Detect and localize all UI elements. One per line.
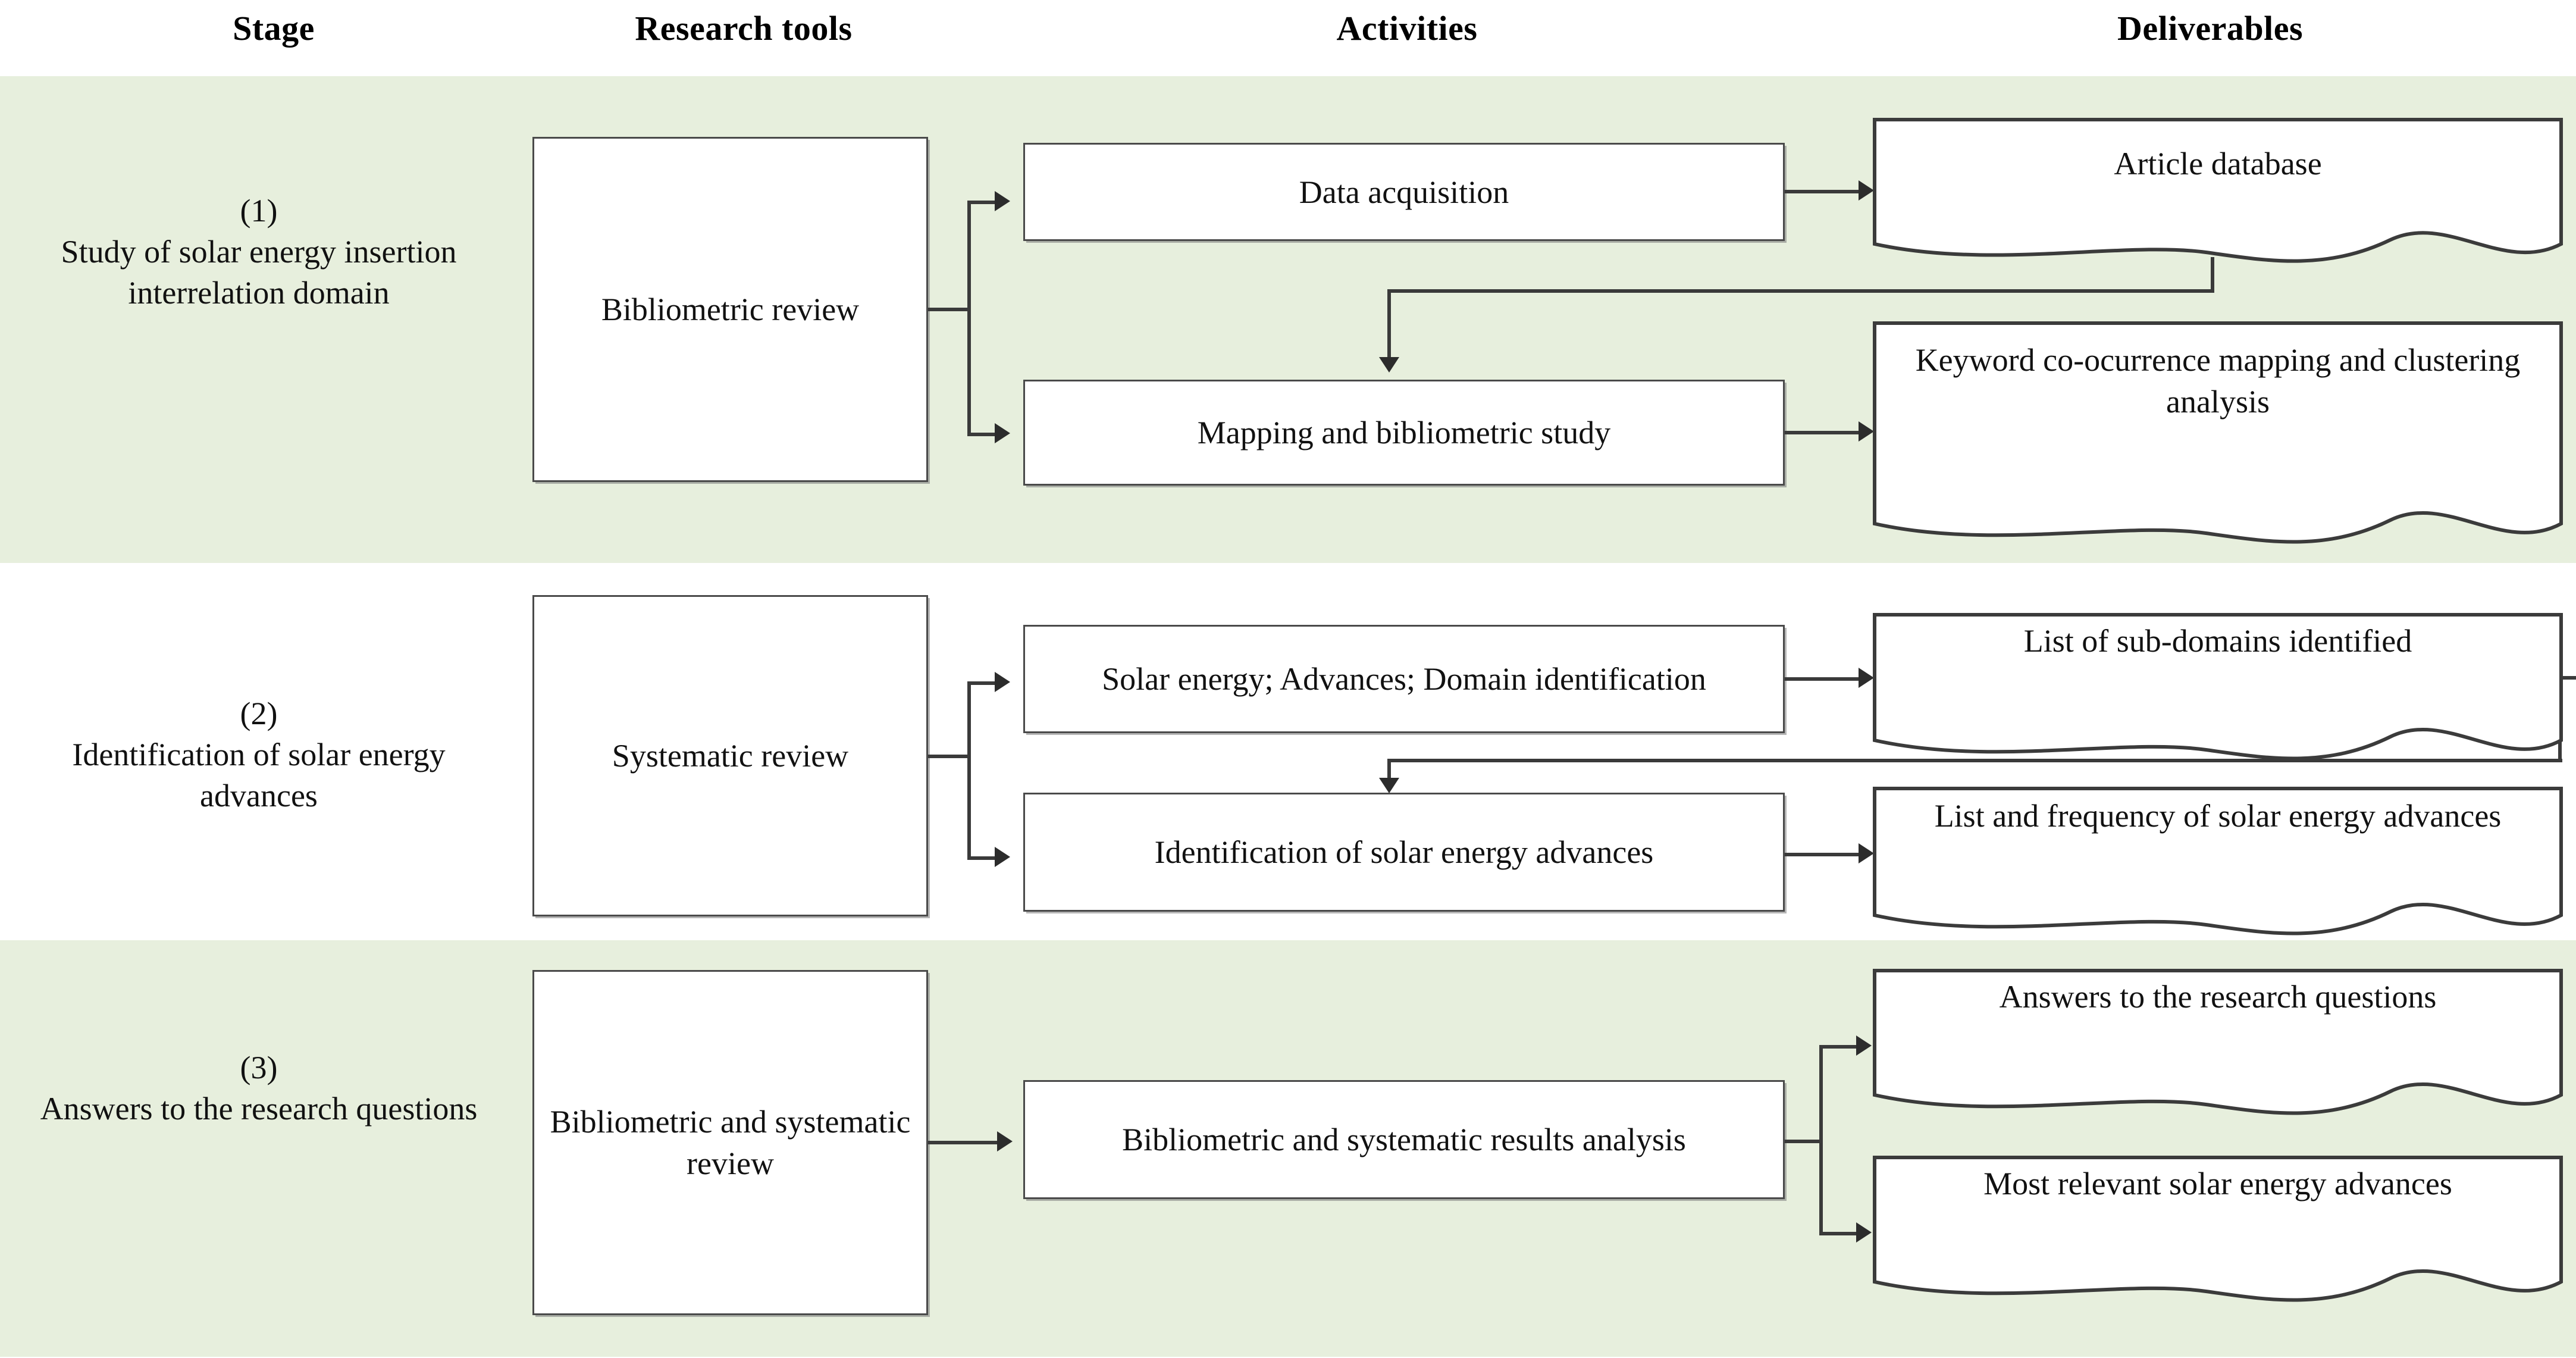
activity-box-3-1[interactable]: Bibliometric and systematic results anal… xyxy=(1023,1080,1785,1199)
deliverable-label-3-2: Most relevant solar energy advances xyxy=(1983,1166,2452,1201)
arrow-act11-to-del11 xyxy=(1859,180,1874,201)
deliverable-doc-1-1[interactable]: Article database xyxy=(1873,118,2563,267)
connector-tool1-bus xyxy=(967,201,971,433)
activity-label-2-2: Identification of solar energy advances xyxy=(1154,834,1654,870)
activity-label-1-2: Mapping and bibliometric study xyxy=(1197,414,1611,450)
arrow-into-activity22 xyxy=(1379,778,1399,793)
connector-act21-to-del21 xyxy=(1785,677,1862,681)
arrow-act31-to-del32 xyxy=(1856,1222,1872,1243)
arrow-tool1-to-activity1 xyxy=(995,191,1010,211)
activity-box-2-1[interactable]: Solar energy; Advances; Domain identific… xyxy=(1023,625,1785,733)
research-tool-box-1[interactable]: Bibliometric review xyxy=(532,137,928,482)
connector-tool2-to-act1 xyxy=(967,681,997,685)
arrow-act21-to-del21 xyxy=(1859,668,1874,688)
arrow-act12-to-del12 xyxy=(1859,421,1874,442)
connector-tool1-to-act2 xyxy=(967,433,997,436)
arrow-into-activity12 xyxy=(1379,357,1399,373)
research-tool-box-3[interactable]: Bibliometric and systematic review xyxy=(532,970,928,1315)
stage-number-1: (1) xyxy=(240,193,278,229)
connector-act22-to-del22 xyxy=(1785,853,1862,856)
connector-del21-right xyxy=(2552,676,2576,680)
arrow-act31-to-del31 xyxy=(1856,1035,1872,1056)
column-header-deliverables: Deliverables xyxy=(2117,9,2304,48)
arrow-tool2-to-activity2 xyxy=(995,847,1010,867)
arrow-act22-to-del22 xyxy=(1859,843,1874,863)
stage-label-2: (2) Identification of solar energy advan… xyxy=(24,693,494,816)
connector-del11-left xyxy=(1387,289,2214,293)
activity-label-3-1: Bibliometric and systematic results anal… xyxy=(1122,1121,1686,1157)
research-tool-box-2[interactable]: Systematic review xyxy=(532,595,928,916)
stage-label-3: (3) Answers to the research questions xyxy=(24,1047,494,1129)
connector-act11-to-del11 xyxy=(1785,190,1862,193)
stage-title-2: Identification of solar energy advances xyxy=(72,737,446,814)
activity-box-2-2[interactable]: Identification of solar energy advances xyxy=(1023,793,1785,912)
research-tool-label-2: Systematic review xyxy=(612,737,849,774)
stage-title-3: Answers to the research questions xyxy=(40,1091,478,1127)
connector-into-act12 xyxy=(1387,289,1391,359)
connector-tool3-to-act31 xyxy=(928,1141,999,1144)
deliverable-label-1-1: Article database xyxy=(2114,146,2322,182)
research-tool-label-1: Bibliometric review xyxy=(601,291,860,327)
activity-label-2-1: Solar energy; Advances; Domain identific… xyxy=(1102,661,1706,697)
research-tool-label-3: Bibliometric and systematic review xyxy=(550,1103,911,1181)
deliverable-doc-3-2[interactable]: Most relevant solar energy advances xyxy=(1873,1156,2563,1309)
activity-label-1-1: Data acquisition xyxy=(1299,174,1509,210)
deliverable-label-2-1: List of sub-domains identified xyxy=(2023,623,2412,659)
connector-del11-down xyxy=(2211,257,2214,293)
connector-act12-to-del12 xyxy=(1785,431,1862,434)
stage-label-1: (1) Study of solar energy insertion inte… xyxy=(24,190,494,314)
connector-tool1-stem xyxy=(928,308,970,311)
deliverable-doc-2-1[interactable]: List of sub-domains identified xyxy=(1873,613,2563,768)
connector-tool1-to-act1 xyxy=(967,201,997,204)
column-header-research-tools: Research tools xyxy=(635,9,853,48)
deliverable-label-2-2: List and frequency of solar energy advan… xyxy=(1934,798,2502,834)
activity-box-1-1[interactable]: Data acquisition xyxy=(1023,143,1785,241)
stage-number-2: (2) xyxy=(240,696,278,731)
arrow-tool2-to-activity1 xyxy=(995,672,1010,692)
connector-act31-to-del31 xyxy=(1819,1045,1859,1049)
arrow-tool1-to-activity2 xyxy=(995,423,1010,443)
activity-box-1-2[interactable]: Mapping and bibliometric study xyxy=(1023,380,1785,486)
connector-into-act22 xyxy=(1387,759,1391,783)
deliverable-doc-3-1[interactable]: Answers to the research questions xyxy=(1873,969,2563,1122)
stage-title-1: Study of solar energy insertion interrel… xyxy=(61,234,457,311)
connector-tool2-stem xyxy=(928,755,970,758)
column-header-activities: Activities xyxy=(1336,9,1478,48)
connector-del21-left xyxy=(1387,759,2562,762)
stage-number-3: (3) xyxy=(240,1050,278,1085)
connector-tool2-to-act2 xyxy=(967,856,997,860)
connector-act31-stem xyxy=(1785,1140,1822,1143)
deliverable-label-3-1: Answers to the research questions xyxy=(1999,979,2437,1015)
deliverable-doc-2-2[interactable]: List and frequency of solar energy advan… xyxy=(1873,787,2563,943)
arrow-tool3-to-activity31 xyxy=(997,1131,1013,1152)
connector-tool2-bus xyxy=(967,681,971,860)
connector-act31-to-del32 xyxy=(1819,1232,1859,1235)
column-header-stage: Stage xyxy=(233,9,315,48)
deliverable-label-1-2: Keyword co-ocurrence mapping and cluster… xyxy=(1915,342,2521,420)
connector-act31-bus xyxy=(1819,1045,1823,1235)
deliverable-doc-1-2[interactable]: Keyword co-ocurrence mapping and cluster… xyxy=(1873,321,2563,553)
